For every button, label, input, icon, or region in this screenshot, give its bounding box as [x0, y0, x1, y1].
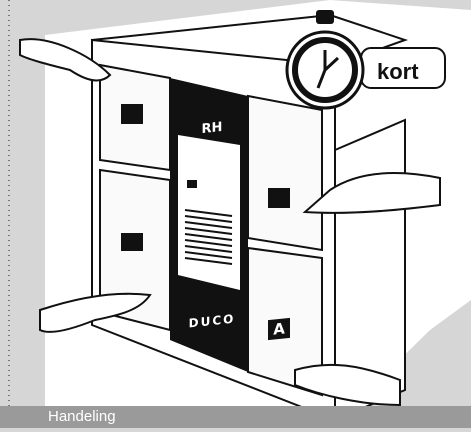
indicator-led — [187, 180, 197, 188]
wave-high-icon — [268, 188, 290, 208]
rh-label: RH — [201, 119, 223, 138]
vent-grille — [184, 209, 233, 265]
chevron-down-icon — [121, 233, 143, 251]
hand-bottom-right — [294, 363, 401, 407]
stopwatch-icon — [285, 10, 446, 110]
button-top-right[interactable] — [247, 94, 323, 252]
timer-label: kort — [377, 59, 419, 84]
hand-top-left — [19, 38, 112, 82]
hands — [19, 38, 441, 407]
wave-low-icon — [121, 104, 143, 124]
auto-badge: A — [268, 317, 290, 341]
caption-bar: Handeling — [0, 406, 471, 428]
hand-top-right — [302, 172, 441, 214]
caption-text: Handeling — [48, 408, 116, 425]
hand-bottom-left — [39, 292, 152, 333]
